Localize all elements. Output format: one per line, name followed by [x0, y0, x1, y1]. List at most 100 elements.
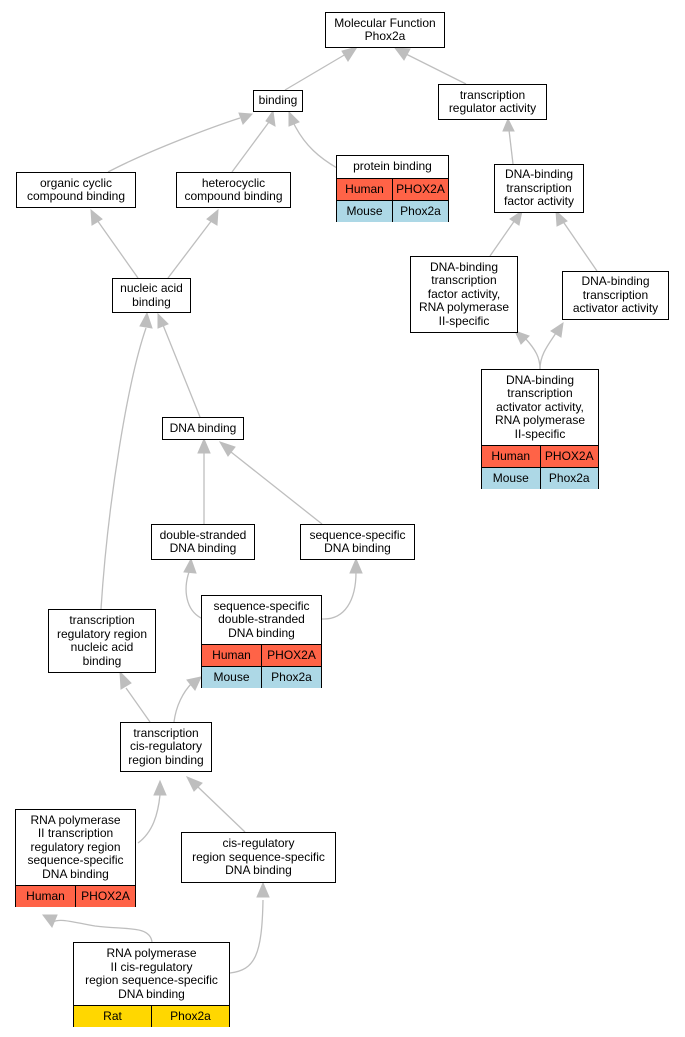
- node-label: RNA polymerase II cis-regulatory region …: [85, 946, 218, 1001]
- node-dna-binding[interactable]: DNA binding: [162, 417, 244, 440]
- arrowhead: [341, 46, 359, 62]
- node-transcription-regulator-activity[interactable]: transcription regulator activity: [438, 84, 547, 120]
- edge-tra-to-mf: [405, 53, 467, 85]
- species-cell: Mouse: [346, 203, 383, 218]
- species-cell: Rat: [103, 1008, 122, 1023]
- arrowhead: [393, 47, 411, 61]
- gene-row-rat: Rat Phox2a: [74, 1005, 229, 1027]
- edge-ssdna-to-dnab: [230, 451, 323, 525]
- edge-tcrrb-to-ssdsdna: [173, 682, 193, 723]
- arrowhead: [238, 112, 254, 125]
- arrowhead: [197, 437, 211, 454]
- node-double-stranded-dna-binding[interactable]: double-stranded DNA binding: [151, 524, 255, 560]
- gene-row-human: Human PHOX2A: [337, 178, 448, 200]
- edge-rnapii-to-tcrrb: [137, 794, 161, 844]
- node-transcription-regulatory-region-nucleic-acid-binding[interactable]: transcription regulatory region nucleic …: [48, 609, 156, 673]
- node-cis-regulatory-region-sequence-specific-dna-binding[interactable]: cis-regulatory region sequence-specific …: [181, 832, 336, 883]
- node-label: protein binding: [353, 159, 432, 174]
- species-cell: Human: [212, 647, 251, 662]
- gene-cell: PHOX2A: [261, 645, 321, 666]
- gene-cell: PHOX2A: [392, 179, 448, 200]
- node-dna-binding-transcription-factor-activity[interactable]: DNA-binding transcription factor activit…: [494, 164, 584, 213]
- gene-cell: Phox2a: [261, 667, 321, 688]
- node-label: heterocyclic compound binding: [184, 175, 283, 203]
- edge-crrss-to-tcrrb: [197, 786, 246, 833]
- node-rna-polymerase-ii-cis-regulatory-region-ss-dna-binding[interactable]: RNA polymerase II cis-regulatory region …: [73, 942, 230, 1027]
- arrowhead: [153, 779, 167, 796]
- gene-row-human: Human PHOX2A: [202, 644, 321, 666]
- edge-rnapiicr-to-crrss: [229, 899, 264, 974]
- gene-row-human: Human PHOX2A: [16, 885, 135, 907]
- node-dna-binding-transcription-activator-activity-rnapii[interactable]: DNA-binding transcription activator acti…: [481, 369, 599, 489]
- node-label: transcription cis-regulatory region bind…: [128, 725, 204, 767]
- arrowhead: [157, 312, 169, 329]
- gene-row-human: Human PHOX2A: [482, 445, 598, 467]
- node-label: RNA polymerase II transcription regulato…: [27, 812, 124, 881]
- node-label: DNA-binding transcription activator acti…: [494, 372, 586, 441]
- node-protein-binding[interactable]: protein binding Human PHOX2A Mouse Phox2…: [336, 155, 449, 222]
- node-sequence-specific-double-stranded-dna-binding[interactable]: sequence-specific double-stranded DNA bi…: [201, 595, 322, 688]
- node-label: DNA-binding transcription activator acti…: [572, 274, 659, 316]
- arrowhead: [186, 676, 202, 691]
- node-label: sequence-specific double-stranded DNA bi…: [213, 598, 310, 640]
- node-label: DNA binding: [169, 420, 237, 435]
- arrowhead: [555, 209, 568, 227]
- gene-cell: Phox2a: [151, 1006, 229, 1027]
- edge-organic-to-binding: [107, 117, 241, 173]
- node-nucleic-acid-binding[interactable]: nucleic acid binding: [112, 278, 191, 313]
- edge-dbtaa-to-dbtfa: [561, 219, 598, 272]
- gene-cell: Phox2a: [392, 201, 448, 222]
- node-label: cis-regulatory region sequence-specific …: [192, 836, 325, 878]
- edge-protein-to-binding: [293, 123, 338, 169]
- arrowhead: [509, 209, 523, 226]
- node-label: Molecular Function Phox2a: [334, 15, 436, 43]
- edge-tcrrb-to-trrnab: [125, 687, 151, 723]
- node-label: transcription regulator activity: [448, 87, 537, 115]
- node-transcription-cis-regulatory-region-binding[interactable]: transcription cis-regulatory region bind…: [120, 722, 212, 772]
- arrowhead: [90, 208, 103, 226]
- node-rna-polymerase-ii-transcription-regulatory-region-ss-dna-binding[interactable]: RNA polymerase II transcription regulato…: [15, 809, 136, 907]
- edge-ssdsdna-to-dsdna: [185, 571, 202, 619]
- edge-hetero-to-binding: [231, 121, 270, 173]
- gene-row-mouse: Mouse Phox2a: [337, 200, 448, 222]
- arrowhead: [218, 441, 236, 457]
- gene-cell: PHOX2A: [75, 886, 135, 907]
- node-label: nucleic acid binding: [120, 281, 183, 309]
- gene-cell: Phox2a: [539, 468, 599, 489]
- arrowhead: [185, 776, 203, 792]
- arrowhead: [265, 109, 276, 127]
- node-label: transcription regulatory region nucleic …: [56, 613, 148, 668]
- edge-binding-to-mf: [284, 53, 347, 91]
- edge-trrnab-to-nab: [100, 327, 147, 610]
- arrowhead: [502, 117, 515, 132]
- gene-row-mouse: Mouse Phox2a: [202, 666, 321, 688]
- node-organic-cyclic-compound-binding[interactable]: organic cyclic compound binding: [16, 172, 136, 208]
- node-label: DNA-binding transcription factor activit…: [418, 259, 510, 328]
- node-molecular-function[interactable]: Molecular Function Phox2a: [325, 12, 445, 48]
- species-cell: Mouse: [213, 669, 250, 684]
- edge-nab-to-organic: [96, 219, 139, 279]
- arrowhead: [119, 670, 132, 690]
- arrowhead: [139, 311, 153, 329]
- arrowhead: [206, 208, 219, 226]
- node-label: DNA-binding transcription factor activit…: [503, 167, 575, 209]
- gene-cell: PHOX2A: [539, 446, 599, 467]
- node-binding[interactable]: binding: [253, 90, 303, 112]
- edge-ssdsdna-to-ssdna: [321, 571, 357, 620]
- node-sequence-specific-dna-binding[interactable]: sequence-specific DNA binding: [300, 524, 415, 560]
- edge-dbtfa-to-tra: [508, 129, 514, 165]
- species-cell: Human: [491, 448, 531, 463]
- node-label: sequence-specific DNA binding: [309, 527, 406, 555]
- arrowhead: [183, 557, 197, 574]
- node-heterocyclic-compound-binding[interactable]: heterocyclic compound binding: [176, 172, 291, 208]
- node-dna-binding-transcription-activator-activity[interactable]: DNA-binding transcription activator acti…: [562, 271, 669, 320]
- species-cell: Human: [26, 888, 65, 903]
- arrowhead: [256, 881, 270, 898]
- edge-nab-to-hetero: [167, 219, 213, 279]
- species-cell: Mouse: [492, 470, 529, 485]
- edge-dbtfa2-to-dbtfa: [489, 219, 516, 257]
- arrowhead: [288, 110, 300, 127]
- edge-dnab-to-nab: [162, 324, 201, 418]
- node-dna-binding-tf-activity-rnapii[interactable]: DNA-binding transcription factor activit…: [410, 256, 518, 333]
